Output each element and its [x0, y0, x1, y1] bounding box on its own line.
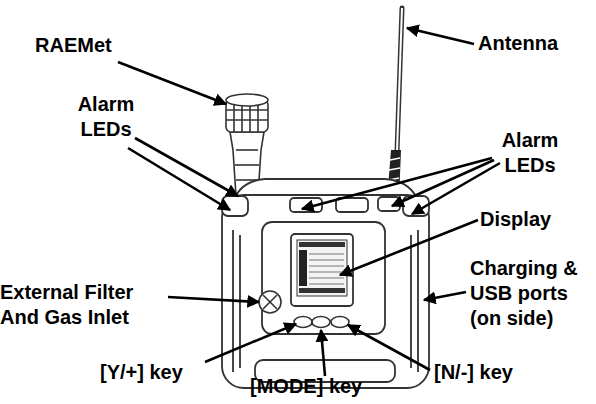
screen-content: [299, 242, 345, 293]
part-label: Charging & USB ports (on side): [470, 256, 595, 331]
part-label: [MODE] key: [250, 374, 380, 399]
part-label: RAEMet: [35, 33, 155, 58]
antenna-drawing: [387, 8, 402, 200]
part-label: Display: [480, 207, 590, 232]
part-label: External Filter And Gas Inlet: [0, 280, 170, 330]
part-label: Alarm LEDs: [66, 92, 146, 142]
part-label: Antenna: [478, 31, 588, 56]
part-label: [N/-] key: [434, 360, 544, 385]
filter-inlet-drawing: [259, 291, 281, 313]
keypad-drawing: [294, 317, 349, 328]
leader-arrows: [118, 28, 500, 376]
monitor-body-drawing: [222, 179, 429, 388]
part-label: [Y/+] key: [100, 360, 210, 385]
part-label: Alarm LEDs: [490, 128, 570, 178]
